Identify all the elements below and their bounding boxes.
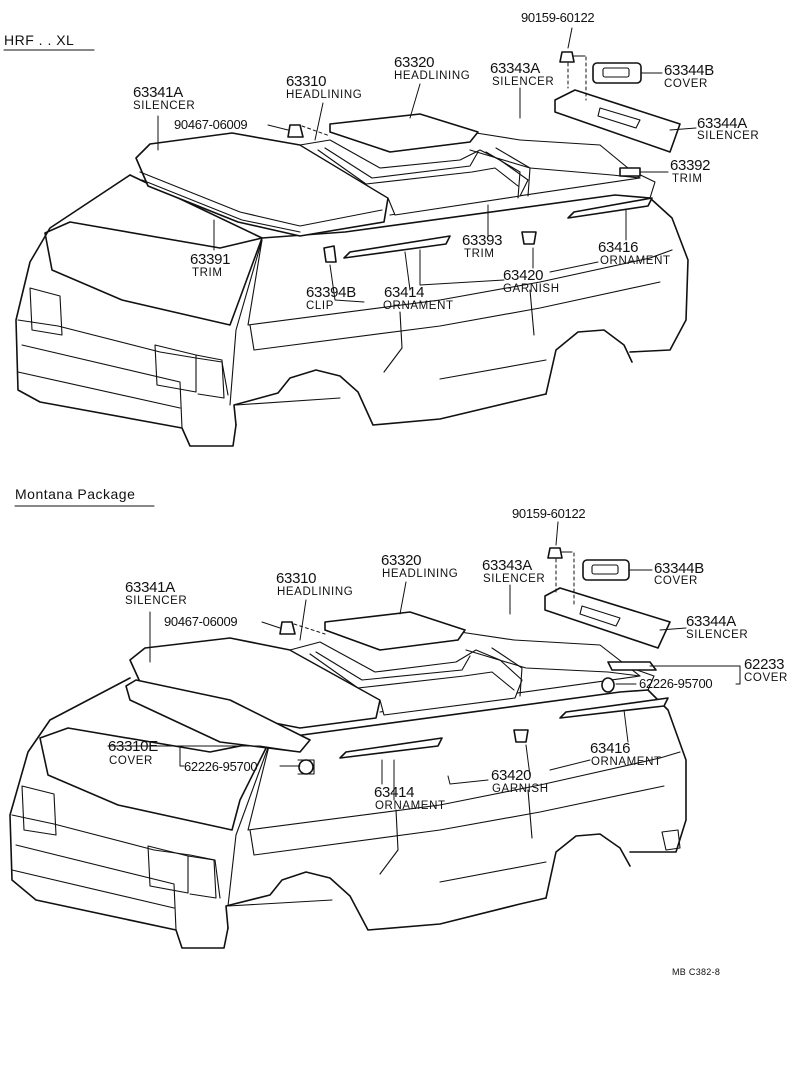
- part-name: SILENCER: [686, 629, 749, 641]
- section-2-drawing: [9, 505, 741, 949]
- part-number: 63414: [374, 784, 415, 801]
- part-number: 63341A: [133, 84, 183, 101]
- part-name: CLIP: [306, 300, 334, 312]
- part-name: SILENCER: [125, 595, 188, 607]
- part-number: 63343A: [482, 557, 532, 574]
- section-title: HRF . . XL: [4, 32, 75, 48]
- part-number: 63344A: [686, 613, 736, 630]
- part-number: 63343A: [490, 60, 540, 77]
- part-number: 63341A: [125, 579, 175, 596]
- part-name: ORNAMENT: [600, 255, 671, 267]
- part-number: 63310: [276, 570, 317, 587]
- section-title: Montana Package: [15, 486, 136, 502]
- part-name: HEADLINING: [394, 70, 471, 82]
- part-number: 63416: [590, 740, 631, 757]
- part-name: ORNAMENT: [591, 756, 662, 768]
- part-name: GARNISH: [503, 283, 560, 295]
- part-number: 90467-06009: [174, 117, 248, 132]
- part-name: SILENCER: [483, 573, 546, 585]
- part-name: GARNISH: [492, 783, 549, 795]
- part-number: 63310: [286, 73, 327, 90]
- part-number: 63392: [670, 157, 711, 174]
- part-name: ORNAMENT: [383, 300, 454, 312]
- part-name: TRIM: [192, 267, 223, 279]
- part-number: 63393: [462, 232, 503, 249]
- part-number: 62226-95700: [639, 676, 713, 691]
- part-number: 63416: [598, 239, 639, 256]
- part-number: 63414: [384, 284, 425, 301]
- part-number: 63394B: [306, 284, 356, 301]
- part-name: HEADLINING: [382, 568, 459, 580]
- part-name: TRIM: [672, 173, 703, 185]
- part-number: 90159-60122: [512, 506, 586, 521]
- part-name: SILENCER: [133, 100, 196, 112]
- part-number: 62226-95700: [184, 759, 258, 774]
- part-name: SILENCER: [697, 130, 760, 142]
- part-name: HEADLINING: [277, 586, 354, 598]
- part-name: COVER: [654, 575, 698, 587]
- part-number: 62233: [744, 656, 785, 673]
- part-name: COVER: [109, 755, 153, 767]
- part-number: 90159-60122: [521, 10, 595, 25]
- part-number: 63344A: [697, 115, 747, 132]
- part-number: 63420: [503, 267, 544, 284]
- part-name: ORNAMENT: [375, 800, 446, 812]
- section-1-drawing: [3, 27, 697, 447]
- part-number: 63420: [491, 767, 532, 784]
- part-number: 63391: [190, 251, 231, 268]
- part-name: COVER: [744, 672, 788, 684]
- part-number: 63310E: [108, 738, 158, 755]
- part-number: 90467-06009: [164, 614, 238, 629]
- part-name: SILENCER: [492, 76, 555, 88]
- part-name: COVER: [664, 78, 708, 90]
- part-number: 63320: [381, 552, 422, 569]
- part-number: 63344B: [664, 62, 714, 79]
- part-number: 63344B: [654, 560, 704, 577]
- reference-code: MB C382-8: [672, 967, 721, 977]
- part-name: TRIM: [464, 248, 495, 260]
- part-number: 63320: [394, 54, 435, 71]
- part-name: HEADLINING: [286, 89, 363, 101]
